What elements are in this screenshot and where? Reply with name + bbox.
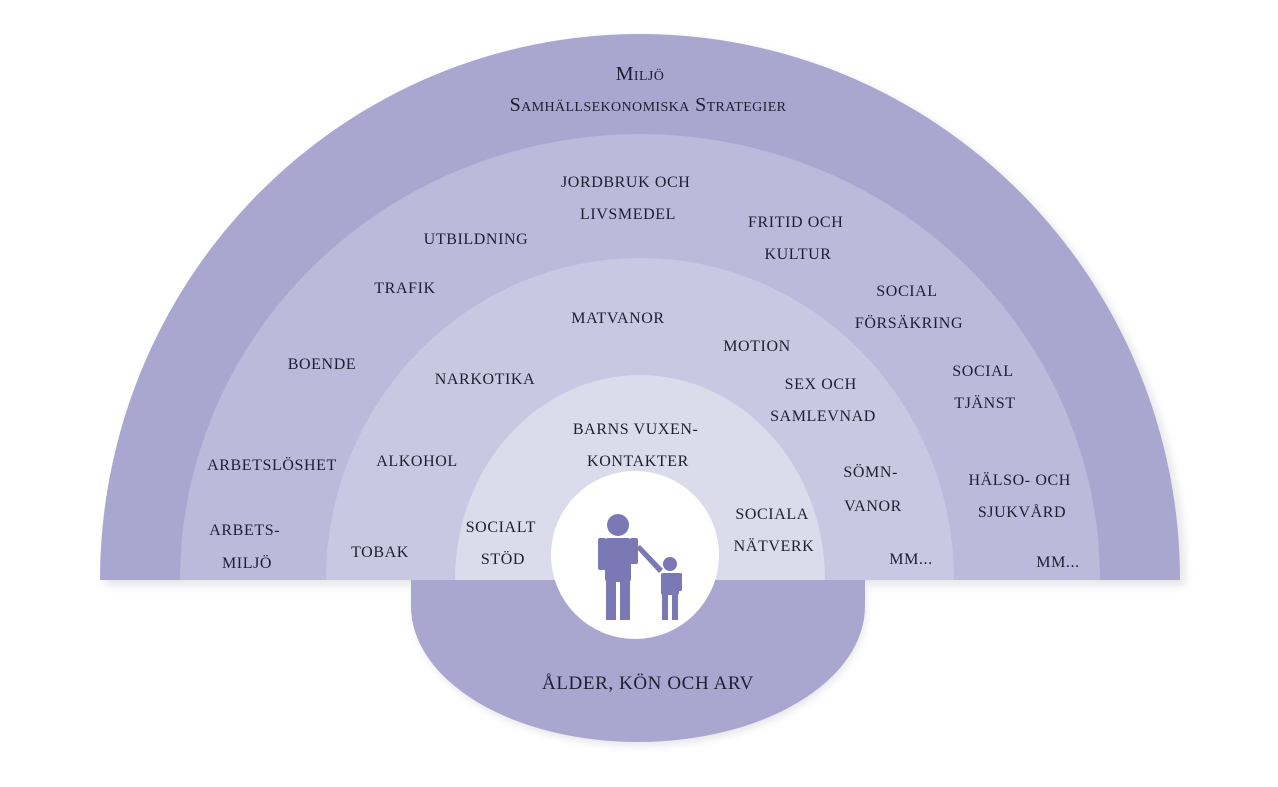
- label-fritid: FRITID OCH KULTUR: [748, 214, 848, 263]
- label-socialt-stod: SOCIALT STÖD: [466, 519, 541, 568]
- outer-subtitle: Samhällsekonomiska Strategier: [510, 94, 787, 116]
- label-tobak: TOBAK: [351, 544, 409, 561]
- label-alkohol: ALKOHOL: [376, 453, 458, 470]
- label-boende: BOENDE: [288, 356, 356, 373]
- label-ring2-mm: MM...: [1036, 554, 1079, 571]
- label-utbildning: UTBILDNING: [424, 231, 529, 248]
- base-area: [411, 579, 865, 742]
- label-arbetsloshet: ARBETSLÖSHET: [207, 456, 337, 474]
- label-narkotika: NARKOTIKA: [435, 371, 536, 388]
- label-somn: SÖMN- VANOR: [843, 463, 902, 515]
- label-barns-vuxenkontakter: BARNS VUXEN- KONTAKTER: [573, 421, 703, 470]
- label-ring3-mm: MM...: [889, 551, 932, 568]
- label-social-forsakring: SOCIAL FÖRSÄKRING: [855, 283, 963, 332]
- adult-and-child-icon: [598, 514, 682, 620]
- label-matvanor: MATVANOR: [571, 310, 664, 327]
- label-arbetsmiljo: ARBETS- MILJÖ: [209, 522, 284, 572]
- label-sex: SEX OCH SAMLEVNAD: [770, 376, 876, 425]
- outer-title: Miljö: [616, 63, 665, 85]
- label-motion: MOTION: [723, 338, 791, 355]
- label-halso: HÄLSO- OCH SJUKVÅRD: [968, 471, 1075, 521]
- label-social-tjanst: SOCIAL TJÄNST: [952, 363, 1017, 412]
- label-sociala-natverk: SOCIALA NÄTVERK: [734, 506, 815, 555]
- label-jordbruk: JORDBRUK OCH LIVSMEDEL: [561, 174, 695, 223]
- label-trafik: TRAFIK: [374, 280, 435, 297]
- label-alder-kon-arv: ÅLDER, KÖN OCH ARV: [542, 673, 754, 694]
